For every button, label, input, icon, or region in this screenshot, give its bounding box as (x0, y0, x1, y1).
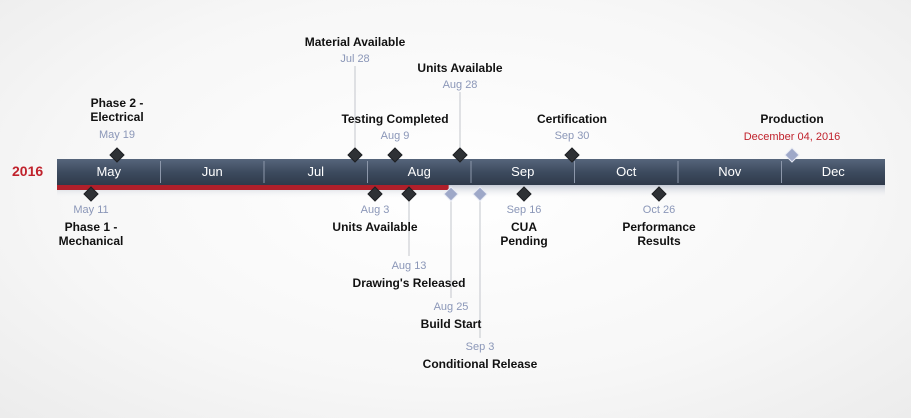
milestone-title: Conditional Release (422, 357, 538, 371)
milestone-title: Performance Results (622, 220, 696, 248)
milestone-title: CUA Pending (500, 220, 548, 248)
month-label: Jul (307, 164, 325, 179)
milestone-diamond (784, 147, 800, 163)
milestone-title: Production (760, 112, 824, 126)
month-label: Aug (407, 164, 431, 179)
milestone-diamond (109, 147, 125, 163)
milestone-diamond (443, 186, 459, 202)
milestone-diamond (387, 147, 403, 163)
milestone-diamond (516, 186, 532, 202)
milestone-date: December 04, 2016 (743, 131, 841, 143)
milestone-diamond (564, 147, 580, 163)
milestone-diamond (347, 147, 363, 163)
month-label: Nov (718, 164, 742, 179)
milestone-diamond (472, 186, 488, 202)
milestone-diamond (651, 186, 667, 202)
milestone-title: Testing Completed (341, 112, 449, 126)
milestone-date: Aug 25 (433, 301, 469, 313)
milestone-date: Aug 28 (442, 79, 478, 91)
progress-bar (57, 185, 449, 190)
month-label: Sep (511, 164, 535, 179)
milestone-date: Sep 3 (465, 341, 495, 353)
milestone-diamond (367, 186, 383, 202)
month-label: Oct (616, 164, 637, 179)
milestone-title: Build Start (420, 317, 482, 331)
milestone-title: Drawing's Released (352, 276, 466, 290)
milestone-date: May 19 (98, 129, 136, 141)
milestone-title: Certification (536, 112, 608, 126)
milestone-title: Units Available (417, 61, 503, 75)
month-label: May (96, 164, 122, 179)
milestone-date: Sep 16 (506, 204, 542, 216)
milestone-diamond (401, 186, 417, 202)
milestone-date: Aug 3 (360, 204, 390, 216)
milestone-diamond (452, 147, 468, 163)
milestone-date: Sep 30 (554, 130, 590, 142)
milestone-title: Material Available (304, 35, 406, 49)
milestone-date: Oct 26 (642, 204, 676, 216)
milestone-title: Phase 1 - Mechanical (58, 220, 124, 248)
milestone-date: Jul 28 (340, 53, 370, 65)
milestone-date: Aug 9 (380, 130, 410, 142)
milestone-diamond (83, 186, 99, 202)
milestone-title: Units Available (332, 220, 418, 234)
month-label: Dec (821, 164, 845, 179)
month-label: Jun (201, 164, 223, 179)
milestone-date: Aug 13 (391, 260, 427, 272)
milestone-title: Phase 2 - Electrical (90, 96, 144, 124)
milestone-date: May 11 (73, 204, 109, 216)
year-label: 2016 (12, 163, 44, 179)
